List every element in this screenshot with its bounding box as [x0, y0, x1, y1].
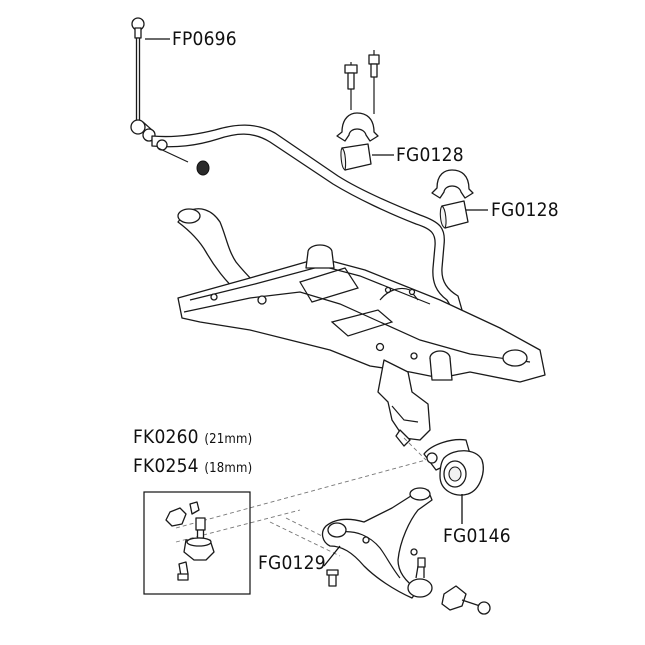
lower-clamp-assembly [431, 169, 474, 229]
upper-clamp-assembly [336, 50, 380, 171]
label-fg0146: FG0146 [443, 525, 511, 547]
rear-bush [423, 438, 484, 496]
guide-lines [175, 437, 427, 557]
anti-roll-bar [151, 124, 463, 313]
label-fg0128-lower: FG0128 [491, 199, 559, 221]
label-fk0260-size: (21mm) [204, 432, 253, 447]
drop-link [130, 17, 156, 142]
label-fg0129: FG0129 [258, 552, 326, 574]
pinch-bolt [441, 585, 491, 615]
label-fg0128-upper: FG0128 [396, 144, 464, 166]
label-fk0260-code: FK0260 [133, 426, 199, 448]
label-fk0254-code: FK0254 [133, 455, 199, 477]
label-fp0696: FP0696 [172, 28, 237, 50]
label-fk0254: FK0254 (18mm) [133, 457, 252, 476]
subframe [177, 208, 546, 447]
ball-joint-kit [143, 491, 251, 595]
label-fk0254-size: (18mm) [204, 461, 253, 476]
lower-arm [321, 487, 433, 599]
label-fk0260: FK0260 (21mm) [133, 428, 252, 447]
leader-lines [145, 38, 488, 567]
